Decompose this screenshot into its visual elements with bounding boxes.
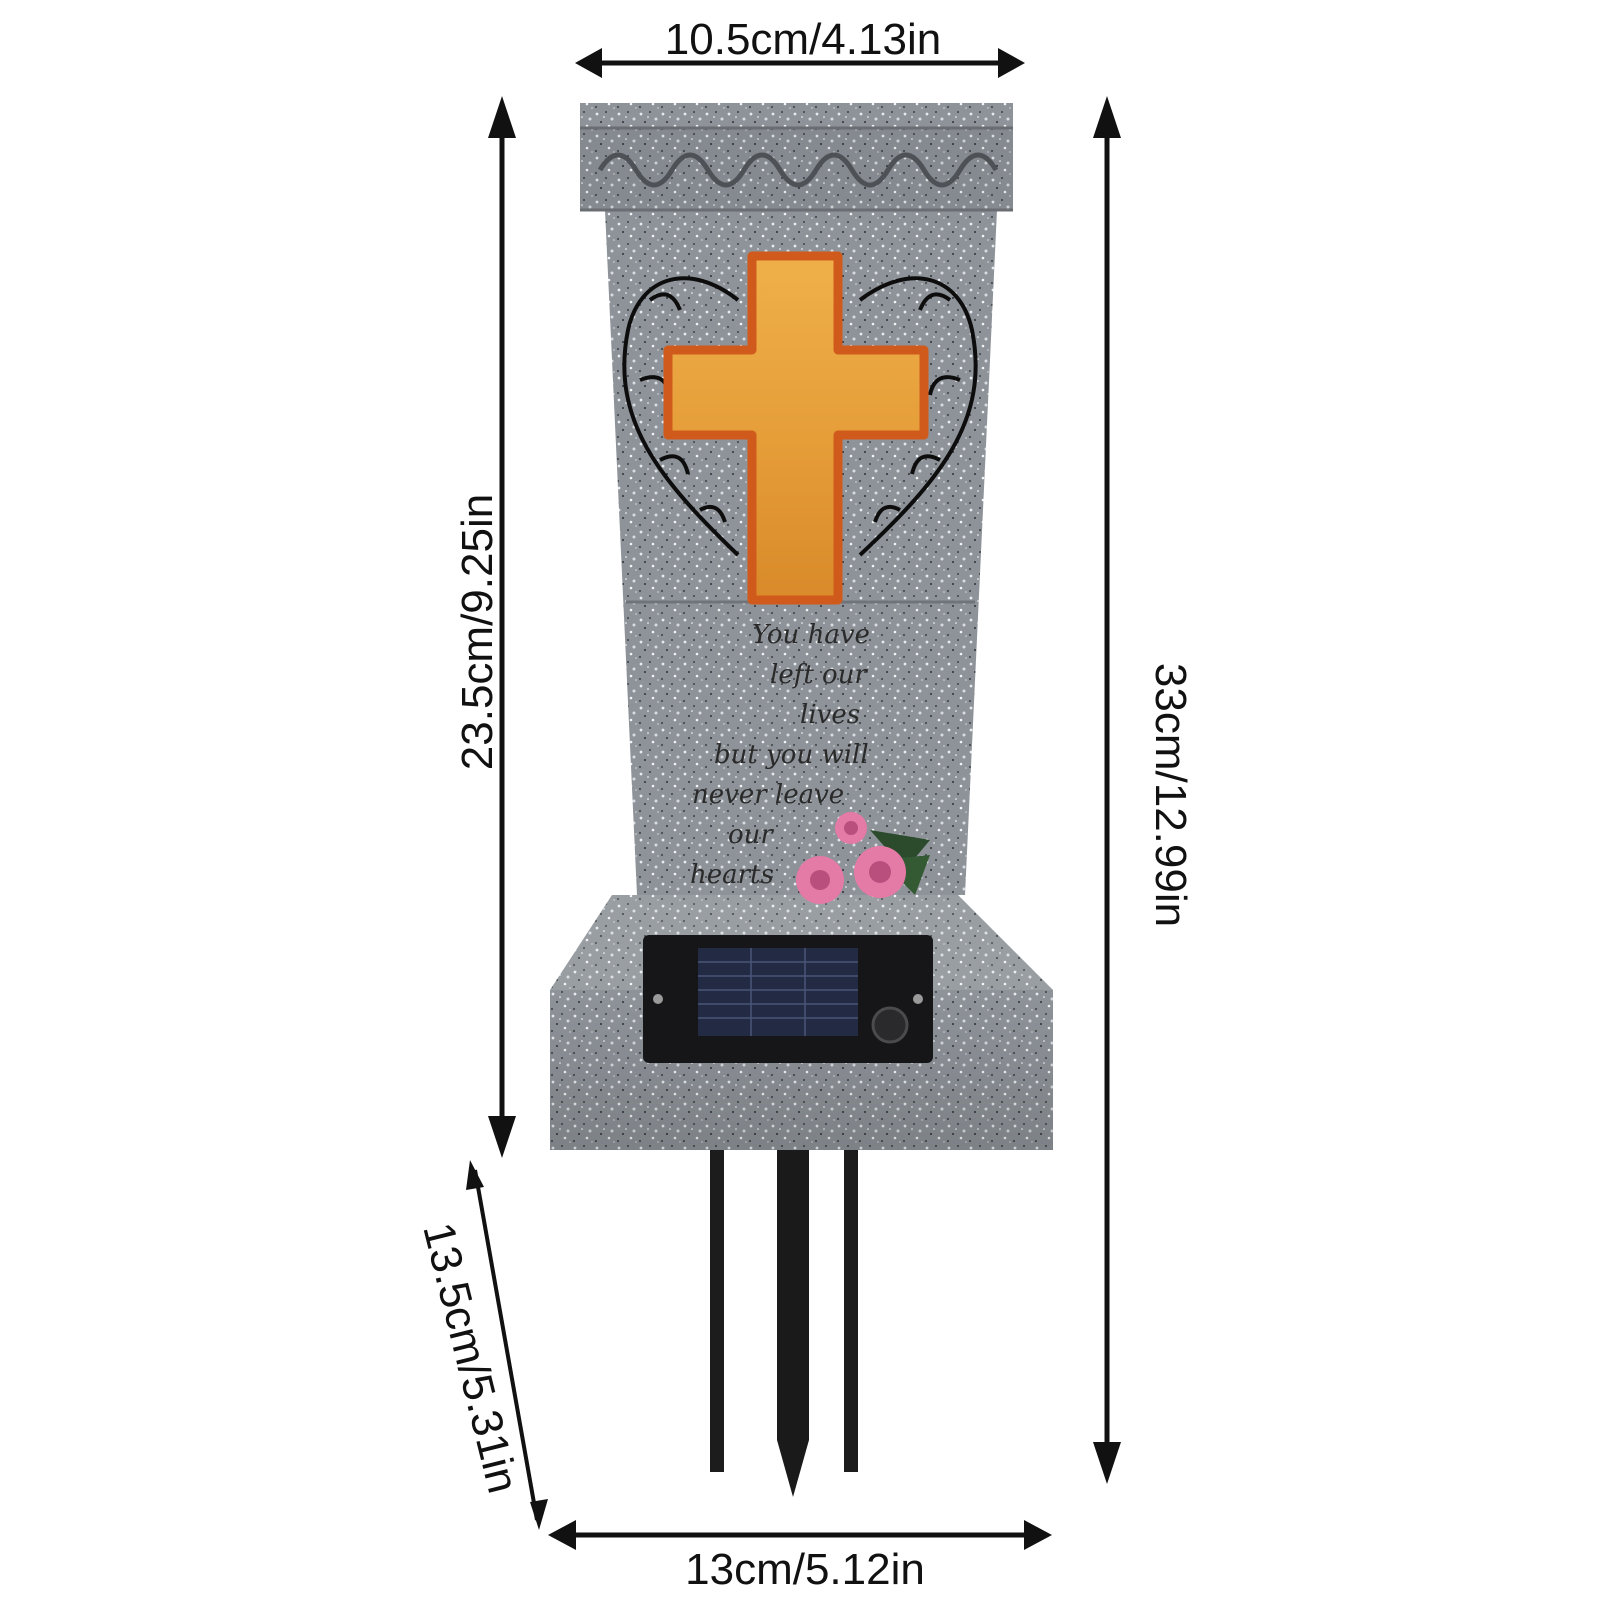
inscription-line: hearts [690, 860, 774, 890]
top-width-label: 10.5cm/4.13in [664, 15, 942, 64]
inscription-line: our [728, 820, 773, 850]
vine-heart-icon [622, 276, 978, 557]
body-height-label: 23.5cm/9.25in [453, 493, 502, 771]
dimension-arrows [466, 48, 1121, 1550]
base-width-label: 13cm/5.12in [685, 1545, 925, 1594]
inscription-line: You have [752, 620, 870, 650]
inscription-line: lives [800, 700, 861, 730]
switch-button-icon [871, 1006, 909, 1044]
cross-icon [663, 251, 929, 605]
ground-stakes [710, 1150, 858, 1497]
total-height-label: 33cm/12.99in [1146, 662, 1195, 928]
inscription-line: but you will [714, 740, 869, 770]
inscription-line: left our [770, 660, 867, 690]
solar-panel-icon [643, 935, 933, 1063]
inscription-line: never leave [692, 780, 845, 810]
rose-icon [796, 812, 930, 904]
